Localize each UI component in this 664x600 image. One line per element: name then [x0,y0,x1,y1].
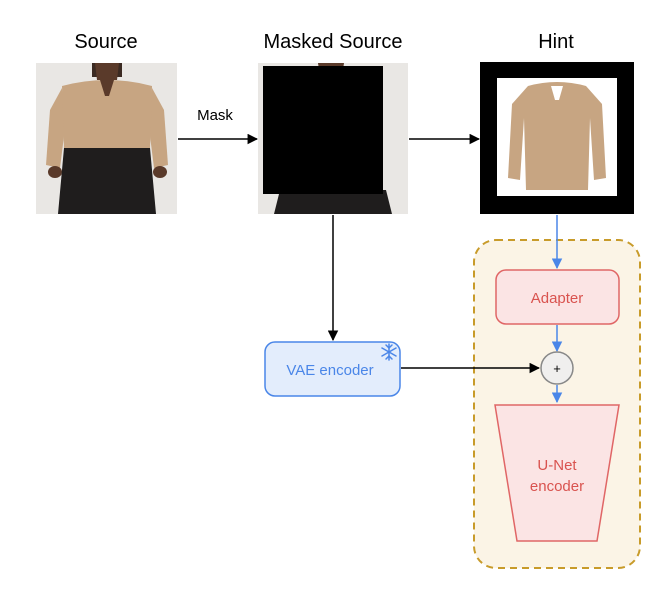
add-node-label: + [553,361,561,376]
mask-overlay [263,66,383,194]
unet-label-line2: encoder [530,478,584,495]
adapter-label: Adapter [531,290,584,307]
vae-encoder-label: VAE encoder [286,362,373,379]
snowflake-icon [381,343,397,361]
source-image [36,63,177,214]
add-node [540,351,574,385]
masked-source-title: Masked Source [264,31,403,53]
unet-label-line1: U-Net [537,457,577,474]
adapter-block [495,269,620,325]
hint-image [480,62,634,214]
vae-encoder-block [264,341,401,397]
source-title: Source [74,31,137,53]
hint-title: Hint [538,31,574,53]
masked-source-image [258,63,408,214]
mask-label: Mask [197,107,233,124]
unet-encoder-block [494,404,620,542]
